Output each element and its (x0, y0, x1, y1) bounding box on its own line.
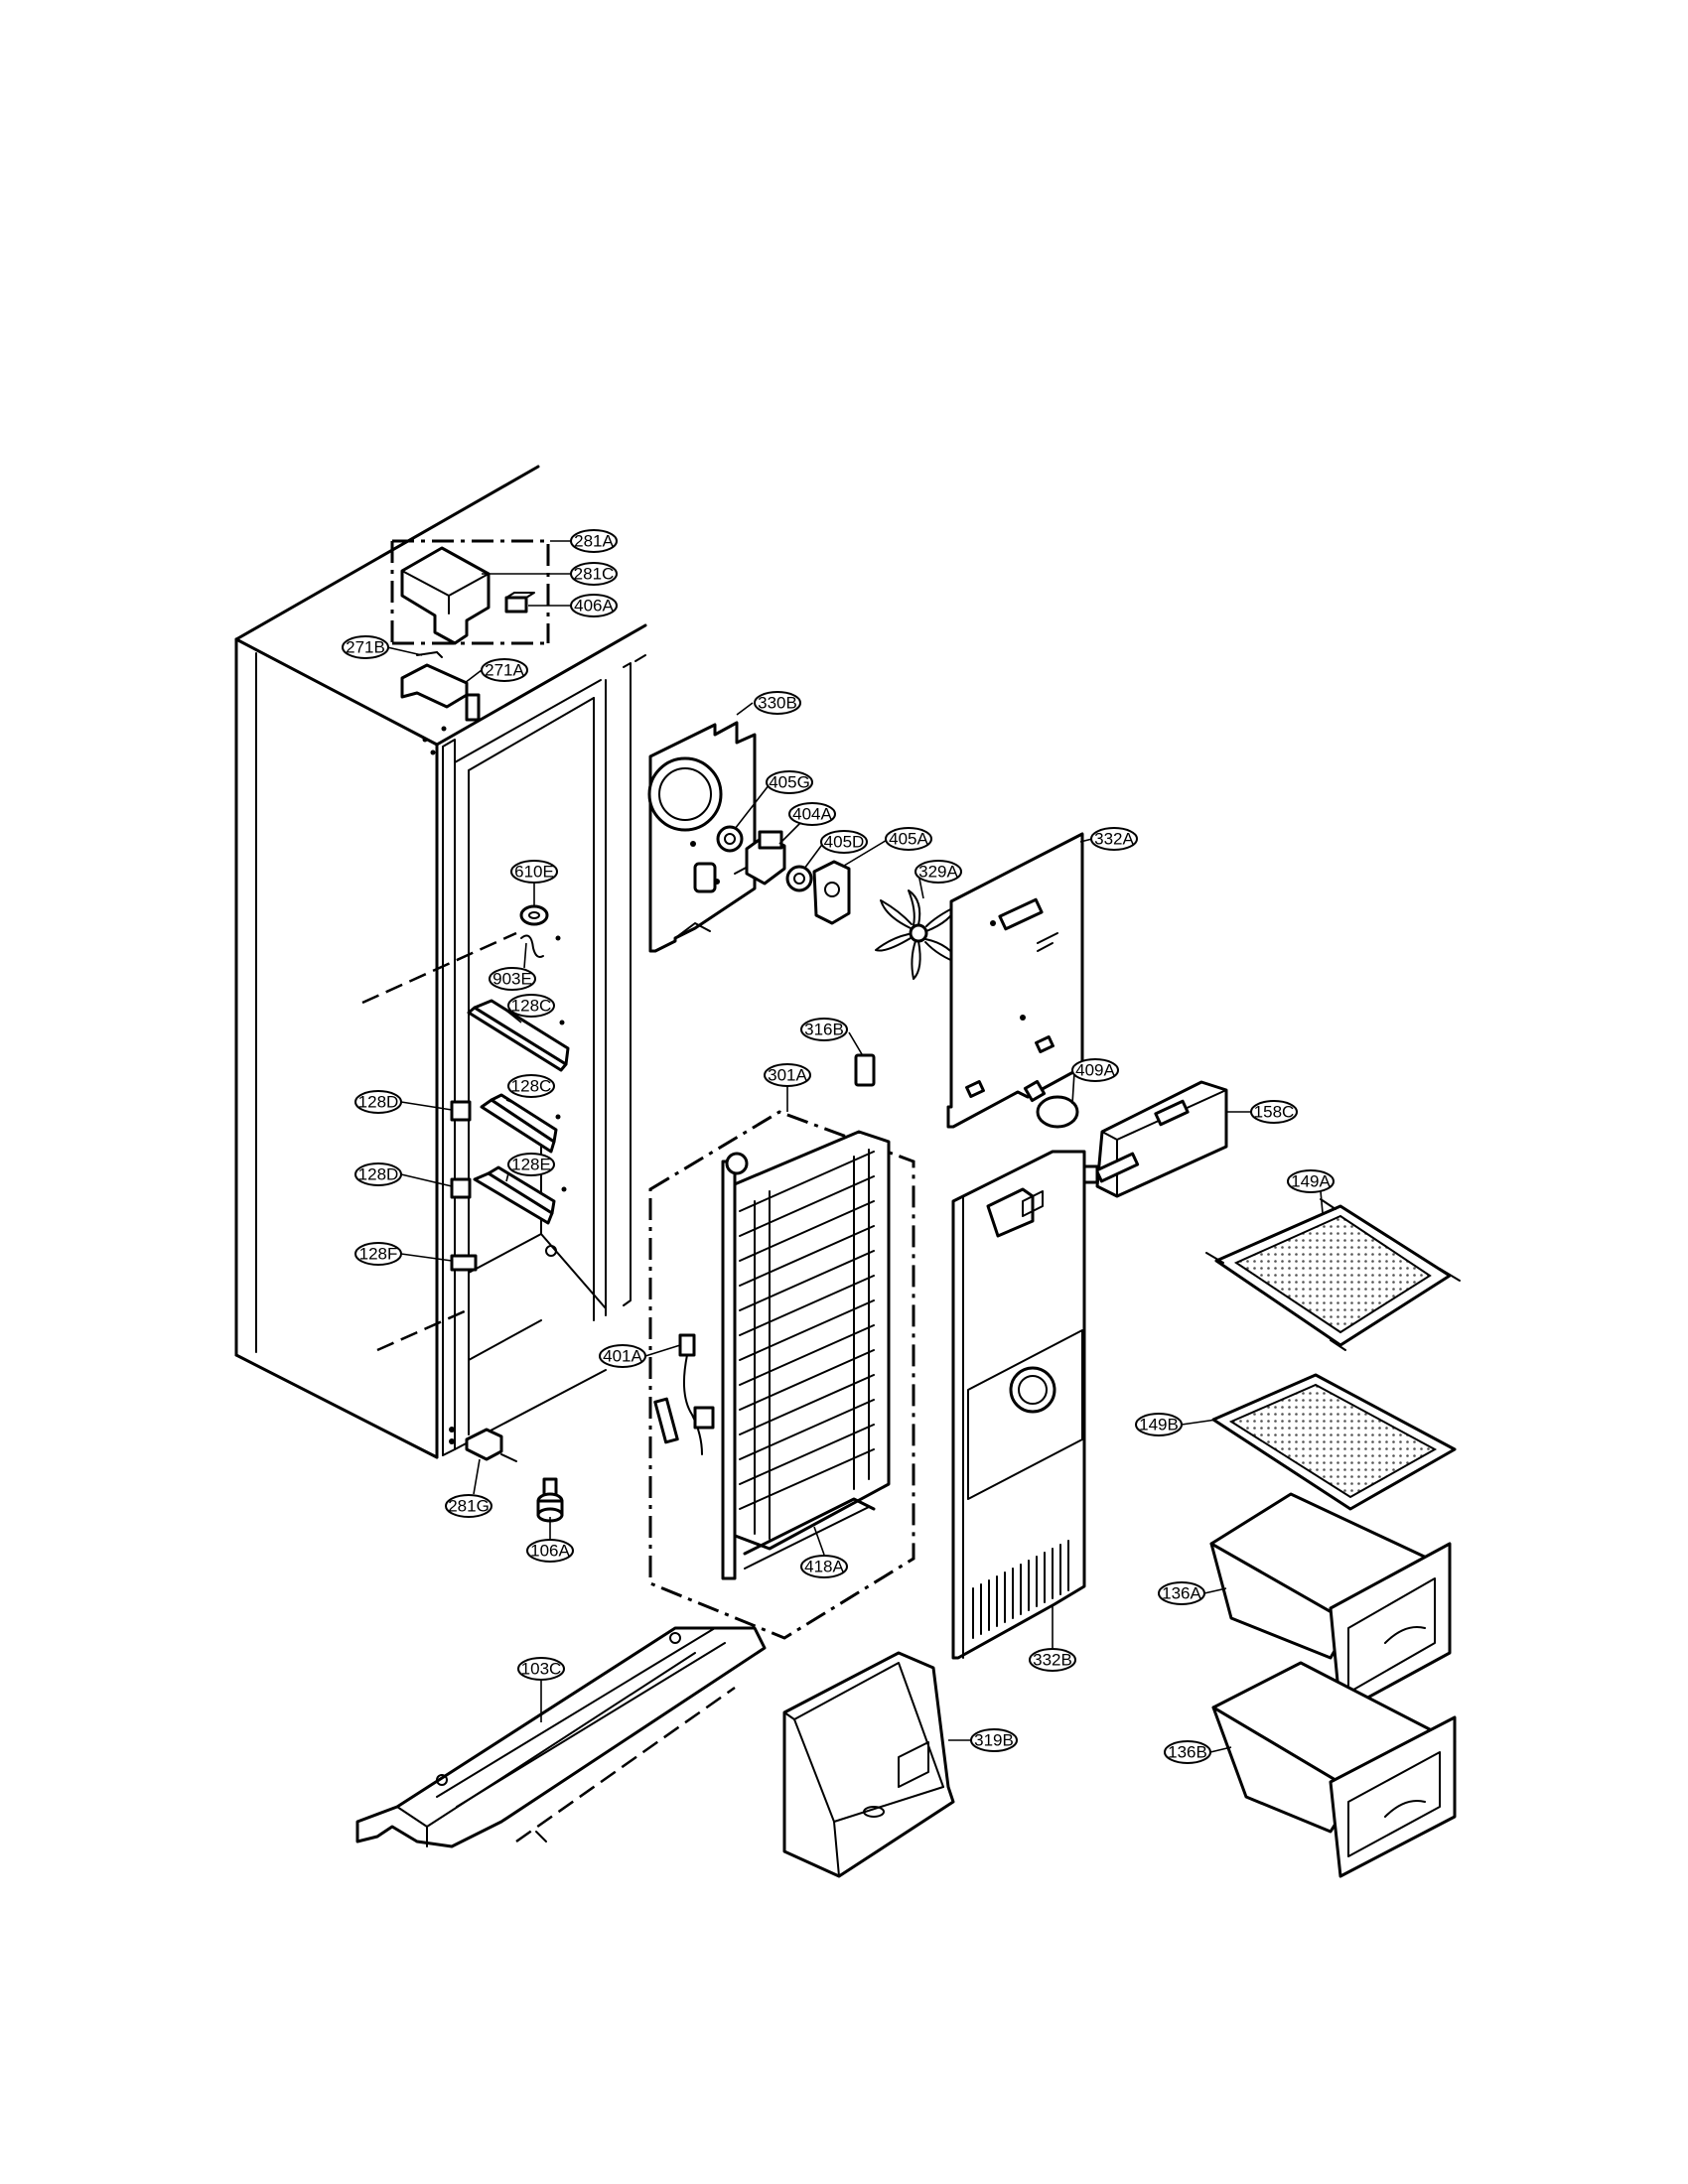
callout-103C: 103C (517, 1657, 565, 1722)
callout-text: 316B (804, 1021, 844, 1039)
callout-text: 128C (511, 1077, 552, 1096)
callout-text: 329A (918, 863, 958, 882)
callout-text: 409A (1075, 1061, 1115, 1080)
callout-319B: 319B (948, 1728, 1018, 1752)
callout-128C-1: 128C (505, 994, 555, 1024)
callout-text: 405D (824, 833, 865, 852)
callout-332B: 332B (1029, 1606, 1076, 1672)
evaporator-assembly (648, 1053, 915, 1640)
air-duct-cover (782, 1651, 955, 1878)
callout-text: 401A (603, 1347, 642, 1366)
fan-housing (647, 721, 757, 953)
callout-301A: 301A (764, 1063, 811, 1112)
callout-316B: 316B (800, 1018, 863, 1055)
callout-text: 271B (346, 638, 385, 657)
callout-text: 406A (574, 597, 614, 615)
callout-text: 136A (1162, 1584, 1201, 1603)
bottom-hinge (465, 1428, 517, 1462)
callout-128D-2: 128D (354, 1162, 453, 1187)
vent-grille (972, 1540, 1069, 1639)
callout-404A: 404A (778, 802, 836, 845)
callout-330B: 330B (736, 691, 801, 716)
callout-text: 281A (574, 532, 614, 551)
callout-332A: 332A (1079, 827, 1138, 851)
lamp-assembly (1023, 1079, 1079, 1129)
evaporator-fins (739, 1149, 875, 1540)
callout-text: 330B (758, 694, 797, 713)
crisper-cover-lower (1211, 1373, 1457, 1511)
callout-text: 149A (1291, 1172, 1331, 1191)
callout-271A: 271A (464, 658, 528, 684)
callout-158C: 158C (1226, 1100, 1298, 1124)
callout-418A: 418A (800, 1526, 848, 1578)
callout-text: 301A (768, 1066, 807, 1085)
evaporator-cover-upper (946, 832, 1084, 1129)
callout-text: 418A (804, 1558, 844, 1576)
callout-text: 158C (1254, 1103, 1295, 1122)
callout-128D-1: 128D (354, 1090, 453, 1114)
callout-text: 106A (530, 1542, 570, 1561)
callout-149A: 149A (1287, 1169, 1335, 1214)
crisper-drawer-lower (1211, 1661, 1457, 1878)
callout-labels: 281A 281C 406A 271B 271A 330B (342, 529, 1335, 1764)
callout-text: 128D (358, 1165, 399, 1184)
callout-text: 332B (1033, 1651, 1072, 1670)
callout-281G: 281G (445, 1458, 492, 1518)
callout-128C-2: 128C (505, 1074, 555, 1105)
callout-409A: 409A (1071, 1058, 1119, 1105)
callout-text: 319B (974, 1731, 1014, 1750)
callout-text: 404A (792, 805, 832, 824)
callout-405G: 405G (734, 770, 813, 830)
lamp-cover (1075, 1080, 1228, 1198)
callout-text: 332A (1094, 830, 1134, 849)
callout-text: 103C (521, 1660, 562, 1679)
callout-610E: 610E (510, 860, 558, 905)
callout-136B: 136B (1164, 1740, 1232, 1764)
callout-903E: 903E (489, 942, 536, 991)
callout-text: 128D (358, 1093, 399, 1112)
evaporator-cover-lower (951, 1150, 1086, 1660)
callout-text: 271A (485, 661, 524, 680)
crisper-drawer-upper (1209, 1492, 1452, 1714)
callout-406A: 406A (528, 594, 618, 617)
shelf-supports (450, 904, 570, 1272)
callout-text: 281C (574, 565, 615, 584)
leveling-leg (536, 1477, 564, 1523)
fan-motor-assembly (716, 825, 961, 980)
callout-text: 405A (889, 830, 928, 849)
callout-text: 128F (359, 1245, 398, 1264)
callout-329A: 329A (914, 860, 962, 899)
callout-text: 128E (511, 1156, 551, 1174)
callout-149B: 149B (1135, 1413, 1217, 1436)
callout-136A: 136A (1158, 1581, 1227, 1605)
callout-text: 281G (448, 1497, 490, 1516)
callout-text: 405G (769, 773, 810, 792)
callout-text: 128C (511, 997, 552, 1016)
callout-text: 136B (1168, 1743, 1207, 1762)
callout-271B: 271B (342, 635, 423, 659)
top-control-group (390, 539, 550, 645)
callout-281C: 281C (482, 562, 618, 586)
base-rail (355, 1626, 767, 1848)
callout-text: 149B (1139, 1416, 1179, 1434)
callout-text: 610E (514, 863, 554, 882)
callout-106A: 106A (526, 1517, 574, 1563)
callout-128E: 128E (505, 1153, 555, 1182)
callout-405A: 405A (843, 827, 932, 867)
callout-405D: 405D (803, 830, 868, 870)
crisper-cover-upper (1205, 1198, 1461, 1351)
callout-281A: 281A (550, 529, 618, 553)
control-bracket (400, 651, 481, 722)
callout-401A: 401A (599, 1344, 681, 1368)
callout-text: 903E (492, 970, 532, 989)
callout-128F: 128F (354, 1242, 453, 1266)
